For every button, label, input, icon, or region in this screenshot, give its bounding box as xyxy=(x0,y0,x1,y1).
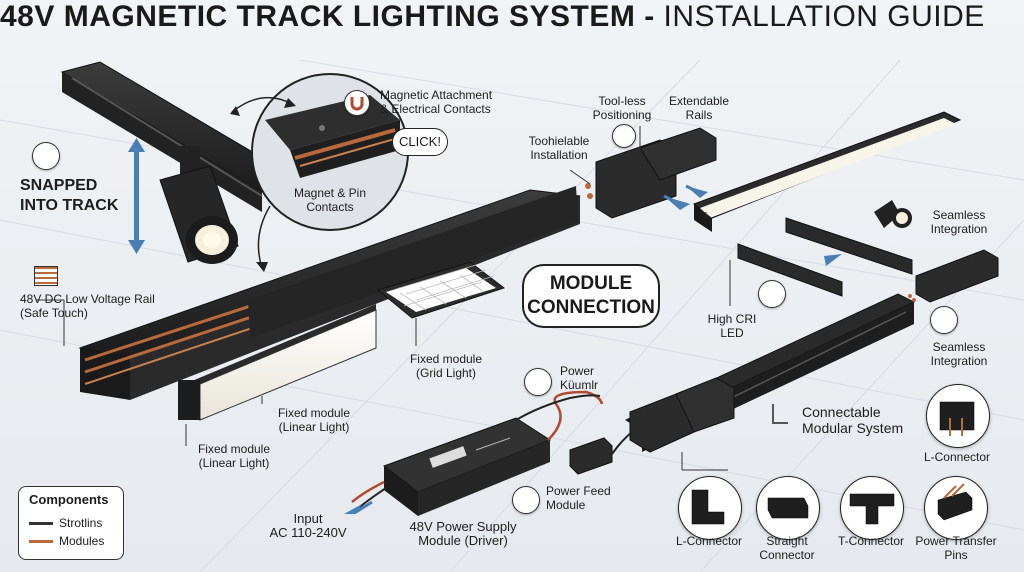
l-connector-right-label: L-Connector xyxy=(923,450,991,464)
legend-swatch-1 xyxy=(29,540,53,543)
t-connector-top xyxy=(585,127,717,219)
legend-item-0: Strotlins xyxy=(59,516,103,530)
fixed-linear-a-label: Fixed module(Linear Light) xyxy=(277,406,351,434)
fixed-linear-b-label: Fixed module(Linear Light) xyxy=(197,442,271,470)
magnet-icon xyxy=(344,90,370,116)
small-spot xyxy=(874,200,912,228)
connector-icon xyxy=(772,404,788,424)
linear-light-module xyxy=(178,304,377,421)
legend: Components Strotlins Modules xyxy=(18,486,124,560)
fixed-grid-label: Fixed module(Grid Light) xyxy=(409,352,483,380)
rail-icon xyxy=(34,266,58,286)
click-bubble: CLICK! xyxy=(392,128,448,156)
rail-label: 48V DC Low Voltage Rail(Safe Touch) xyxy=(20,292,155,320)
power-feed-module xyxy=(569,437,613,475)
grid-light xyxy=(376,261,506,319)
page-title: 48V MAGNETIC TRACK LIGHTING SYSTEM - INS… xyxy=(0,0,985,33)
plug-icon xyxy=(524,368,552,396)
slider-icon xyxy=(612,124,636,148)
gear-icon xyxy=(930,306,958,334)
l-connector-icon xyxy=(678,476,742,540)
snap-icon xyxy=(32,142,60,170)
bulb-icon xyxy=(758,280,786,308)
up-down-arrow xyxy=(128,138,145,254)
legend-title: Components xyxy=(29,492,109,507)
legend-item-1: Modules xyxy=(59,534,105,548)
connector-label-0: L-Connector xyxy=(675,534,743,548)
magnetic-attachment-label: Magnetic Attachment& Electrical Contacts xyxy=(380,88,493,116)
legend-swatch-0 xyxy=(29,522,53,525)
extendable-rail xyxy=(692,111,962,232)
spotlight xyxy=(159,146,239,264)
lightning-icon xyxy=(512,486,540,514)
connector-label-2: T-Connector xyxy=(837,534,905,548)
t-connector-lower xyxy=(629,377,735,453)
power-supply xyxy=(382,417,552,516)
